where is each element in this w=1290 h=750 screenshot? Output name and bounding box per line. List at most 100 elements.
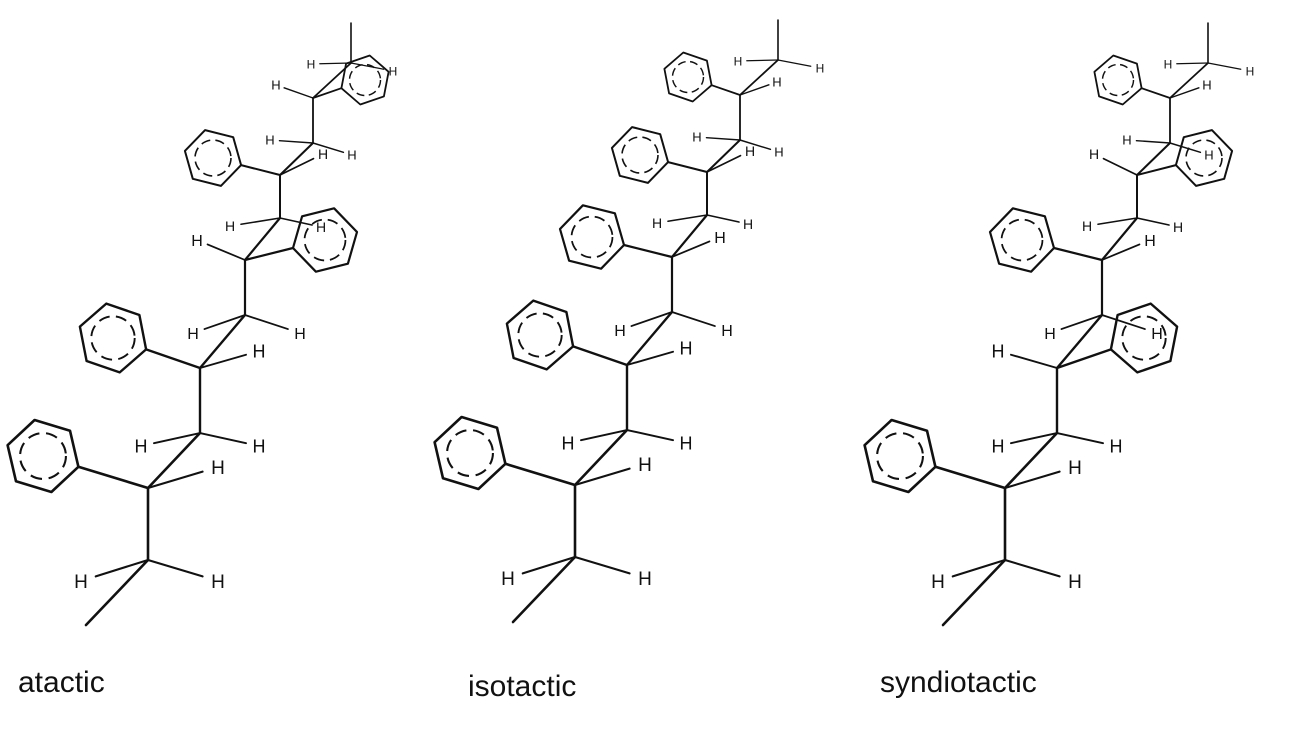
bond-c-phenyl: [1136, 164, 1177, 176]
hydrogen-label: H: [74, 572, 88, 593]
bond-c-h: [1102, 157, 1138, 176]
backbone-bond: [1100, 216, 1139, 262]
hydrogen-label: H: [772, 75, 781, 90]
phenyl-ring: [183, 129, 243, 187]
aromatic-circle: [348, 63, 382, 97]
bond-c-phenyl: [571, 345, 629, 367]
bond-c-phenyl: [667, 161, 708, 173]
phenyl-ring: [863, 418, 937, 494]
bond-c-phenyl: [243, 246, 295, 262]
aromatic-circle: [446, 429, 494, 477]
bond-c-h: [153, 432, 201, 445]
bond-c-phenyl: [312, 87, 343, 99]
aromatic-circle: [671, 60, 705, 94]
aromatic-circle: [621, 136, 659, 174]
hydrogen-label: H: [253, 436, 266, 456]
bond-c-h: [1097, 217, 1138, 226]
aromatic-circle: [517, 312, 563, 358]
aromatic-circle: [1185, 139, 1223, 177]
aromatic-circle: [876, 432, 924, 480]
bond-c-h: [1003, 470, 1061, 490]
bond-c-h: [777, 59, 812, 67]
hydrogen-label: H: [211, 458, 225, 479]
backbone-bond: [1003, 431, 1059, 490]
phenyl-ring: [78, 302, 148, 374]
phenyl-ring: [610, 126, 670, 184]
bond-c-h: [626, 429, 674, 442]
bond-c-h: [705, 136, 741, 141]
hydrogen-label: H: [1204, 148, 1213, 163]
aromatic-circle: [1000, 218, 1044, 262]
hydrogen-label: H: [931, 572, 945, 593]
bond-c-h: [1056, 432, 1104, 445]
bond-c-h: [199, 432, 247, 445]
backbone-bond: [625, 310, 674, 367]
backbone-bond: [1055, 313, 1104, 370]
hydrogen-label: H: [1164, 57, 1173, 71]
hydrogen-label: H: [816, 61, 825, 75]
bond-c-phenyl: [934, 465, 1007, 490]
bond-c-h: [1003, 558, 1061, 578]
hydrogen-label: H: [318, 146, 328, 162]
hydrogen-label: H: [307, 57, 316, 71]
hydrogen-label: H: [680, 338, 693, 358]
bond-c-h: [312, 142, 345, 154]
bond-c-h: [1176, 62, 1209, 65]
caption-isotactic: isotactic: [468, 670, 577, 703]
bond-c-h: [521, 555, 577, 575]
caption-atactic: atactic: [18, 666, 105, 699]
hydrogen-label: H: [614, 323, 626, 340]
bond-c-h: [206, 243, 246, 261]
hydrogen-label: H: [1089, 146, 1099, 162]
hydrogen-label: H: [745, 143, 755, 159]
backbone-bond: [198, 313, 247, 370]
backbone-bond: [146, 431, 202, 490]
bond-c-h: [1169, 87, 1200, 99]
phenyl-ring: [1109, 302, 1179, 374]
hydrogen-label: H: [1151, 326, 1163, 343]
aromatic-circle: [1101, 63, 1135, 97]
phenyl-ring: [433, 415, 507, 491]
hydrogen-label: H: [225, 218, 235, 234]
hydrogen-label: H: [265, 133, 274, 148]
bond-c-phenyl: [1055, 348, 1113, 370]
hydrogen-label: H: [347, 148, 356, 163]
bond-c-h: [1010, 432, 1058, 445]
bond-c-phenyl: [77, 465, 150, 490]
phenyl-ring: [558, 204, 626, 270]
bond-c-h: [671, 240, 711, 258]
backbone-bond: [573, 428, 629, 487]
aromatic-circle: [570, 215, 614, 259]
hydrogen-label: H: [1202, 78, 1211, 93]
bond-c-h: [746, 59, 779, 62]
backbone-bond: [739, 59, 779, 96]
hydrogen-label: H: [1068, 458, 1082, 479]
phenyl-ring: [1093, 54, 1143, 106]
hydrogen-label: H: [191, 233, 203, 250]
hydrogen-label: H: [992, 341, 1005, 361]
bond-c-h: [573, 555, 631, 575]
hydrogen-label: H: [271, 78, 280, 93]
hydrogen-label: H: [1082, 218, 1092, 234]
hydrogen-label: H: [692, 130, 701, 145]
bond-c-h: [279, 157, 315, 176]
hydrogen-label: H: [992, 436, 1005, 456]
bond-c-h: [240, 217, 281, 226]
aromatic-circle: [19, 432, 67, 480]
hydrogen-label: H: [638, 569, 652, 590]
bond-c-h: [667, 214, 708, 223]
bond-c-h: [626, 350, 674, 366]
phenyl-ring: [505, 299, 575, 371]
bond-c-phenyl: [710, 84, 741, 96]
backbone-bond: [511, 555, 577, 624]
bond-c-h: [630, 311, 673, 327]
backbone-bond: [706, 139, 741, 173]
hydrogen-label: H: [714, 230, 726, 247]
backbone-bond: [84, 558, 150, 627]
bond-c-phenyl: [240, 164, 281, 176]
bond-c-h: [278, 139, 314, 144]
hydrogen-label: H: [1122, 133, 1131, 148]
hydrogen-label: H: [562, 433, 575, 453]
hydrogen-label: H: [211, 572, 225, 593]
